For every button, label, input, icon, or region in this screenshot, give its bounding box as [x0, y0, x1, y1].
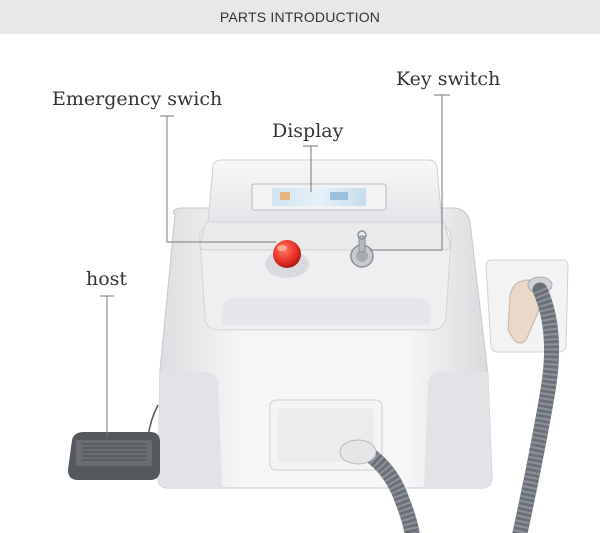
key-switch — [350, 230, 374, 268]
label-host: host — [86, 268, 128, 290]
label-key-switch: Key switch — [396, 68, 501, 90]
emergency-switch-button — [265, 240, 309, 278]
header-bar: PARTS INTRODUCTION — [0, 0, 600, 34]
display-housing — [199, 159, 451, 251]
foot-pedal — [68, 404, 160, 480]
host-unit — [157, 207, 493, 489]
leader-lines — [100, 94, 450, 438]
label-emergency-switch: Emergency swich — [52, 88, 223, 110]
label-display: Display — [272, 120, 344, 142]
page-title: PARTS INTRODUCTION — [219, 9, 381, 25]
handpiece-cable — [339, 282, 560, 533]
device-illustration — [68, 94, 569, 533]
